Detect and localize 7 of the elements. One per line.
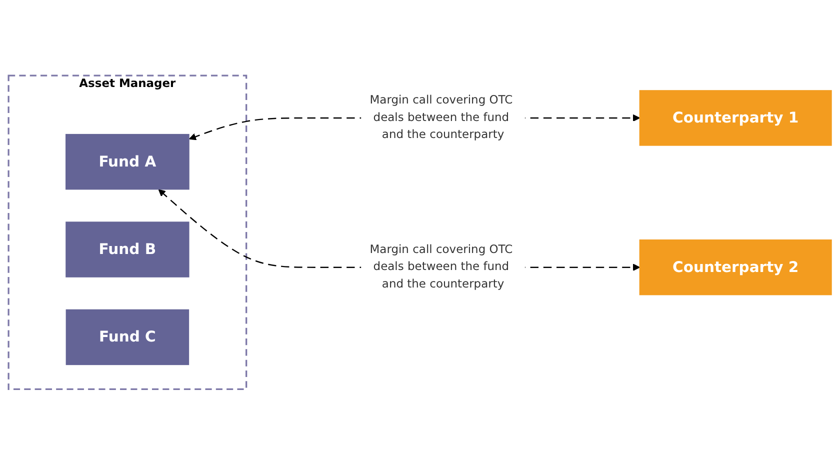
node-box: Counterparty 2: [639, 239, 832, 295]
node-box: Fund B: [66, 221, 190, 277]
edge-label: Margin call covering OTC deals between the fund and the counterparty: [370, 93, 513, 141]
node-box: Counterparty 1: [639, 90, 832, 146]
edge-label: Margin call covering OTC deals between the fund and the counterparty: [370, 242, 513, 290]
node-box: Fund C: [66, 308, 190, 365]
node-box: Fund A: [66, 134, 190, 190]
